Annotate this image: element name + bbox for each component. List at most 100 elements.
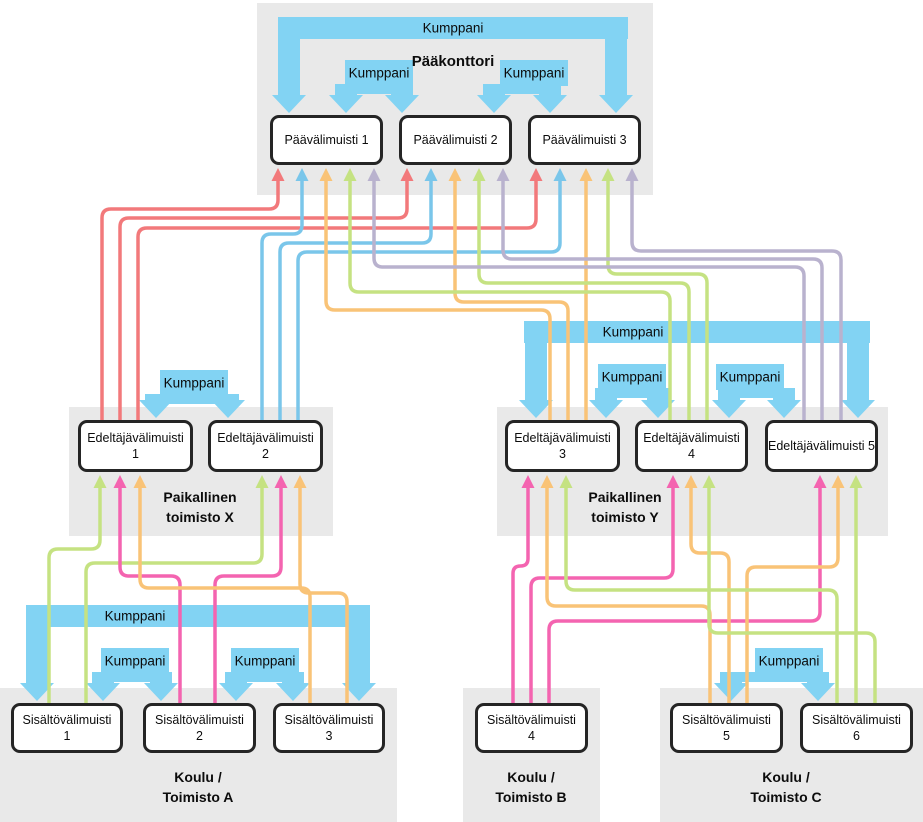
kumppani-arrowhead	[519, 342, 553, 418]
edge-arrowhead	[553, 168, 567, 181]
edge-arrowhead	[93, 475, 107, 488]
peer-link-paavalimuisti-1--paavalimuisti-2	[329, 60, 419, 113]
kumppani-label-box	[231, 648, 299, 674]
kumppani-label-sisaltovalimuisti-2--sisaltovalimuisti-3: Kumppani	[234, 653, 296, 669]
edge-arrowhead	[666, 475, 680, 488]
kumppani-bridge	[595, 388, 669, 398]
node-sisaltovalimuisti-1: Sisältövälimuisti 1	[11, 703, 123, 753]
peer-link-edeltajavalimuisti-3--edeltajavalimuisti-5	[519, 321, 875, 418]
kumppani-label-paavalimuisti-1--paavalimuisti-3: Kumppani	[422, 20, 484, 36]
edge-arrowhead	[684, 475, 698, 488]
kumppani-arrowhead	[276, 680, 310, 701]
edge-arrowhead	[271, 168, 285, 181]
edge-edeltajavalimuisti-5--paavalimuisti-3	[630, 179, 843, 420]
kumppani-label-edeltajavalimuisti-4--edeltajavalimuisti-5: Kumppani	[719, 369, 781, 385]
kumppani-bridge	[335, 84, 413, 94]
node-sisaltovalimuisti-4: Sisältövälimuisti 4	[475, 703, 588, 753]
node-edeltajavalimuisti-2: Edeltäjävälimuisti 2	[208, 420, 323, 472]
kumppani-label-box	[716, 364, 784, 390]
edge-sisaltovalimuisti-6--edeltajavalimuisti-4	[707, 486, 877, 703]
kumppani-arrowhead	[272, 38, 306, 113]
edge-edeltajavalimuisti-2--paavalimuisti-1	[260, 179, 304, 420]
kumppani-label-sisaltovalimuisti-1--sisaltovalimuisti-3: Kumppani	[104, 608, 166, 624]
node-edeltajavalimuisti-1: Edeltäjävälimuisti 1	[78, 420, 193, 472]
edge-arrowhead	[424, 168, 438, 181]
edge-sisaltovalimuisti-4--edeltajavalimuisti-4	[529, 486, 675, 703]
kumppani-label-box	[101, 648, 169, 674]
node-sisaltovalimuisti-3: Sisältövälimuisti 3	[273, 703, 385, 753]
kumppani-band	[524, 321, 870, 343]
edge-edeltajavalimuisti-4--paavalimuisti-2	[477, 179, 691, 420]
edge-arrowhead	[601, 168, 615, 181]
edge-arrowhead	[343, 168, 357, 181]
kumppani-label-edeltajavalimuisti-3--edeltajavalimuisti-5: Kumppani	[602, 324, 664, 340]
edge-arrowhead	[831, 475, 845, 488]
peer-link-edeltajavalimuisti-3--edeltajavalimuisti-4	[589, 364, 675, 418]
edge-arrowhead	[448, 168, 462, 181]
kumppani-arrowhead	[139, 400, 173, 418]
edge-edeltajavalimuisti-2--paavalimuisti-2	[278, 179, 433, 420]
edge-arrowhead	[295, 168, 309, 181]
kumppani-arrowhead	[20, 626, 54, 701]
kumppani-arrowhead	[589, 396, 623, 418]
kumppani-bridge	[92, 672, 172, 682]
edge-arrowhead	[529, 168, 543, 181]
edge-arrowhead	[293, 475, 307, 488]
edge-sisaltovalimuisti-4--edeltajavalimuisti-5	[547, 486, 822, 703]
region-label-paikallinen-toimisto-x: Paikallinen toimisto X	[163, 489, 237, 525]
edge-edeltajavalimuisti-5--paavalimuisti-1	[372, 179, 806, 420]
region-label-koulu-toimisto-a: Koulu / Toimisto A	[162, 769, 234, 805]
edge-arrowhead	[113, 475, 127, 488]
kumppani-bridge	[483, 84, 561, 94]
node-paavalimuisti-3: Päävälimuisti 3	[528, 115, 641, 165]
kumppani-arrowhead	[342, 626, 376, 701]
kumppani-label-paavalimuisti-2--paavalimuisti-3: Kumppani	[503, 65, 565, 81]
edge-arrowhead	[702, 475, 716, 488]
edge-edeltajavalimuisti-1--paavalimuisti-2	[118, 179, 409, 420]
edge-edeltajavalimuisti-2--paavalimuisti-3	[296, 179, 562, 420]
edge-edeltajavalimuisti-5--paavalimuisti-2	[501, 179, 824, 420]
kumppani-band	[278, 17, 628, 39]
kumppani-band	[26, 605, 370, 627]
kumppani-arrowhead	[714, 680, 748, 701]
edge-arrowhead	[521, 475, 535, 488]
node-paavalimuisti-2: Päävälimuisti 2	[399, 115, 512, 165]
region-label-paakonttori: Pääkonttori	[411, 53, 495, 70]
edge-edeltajavalimuisti-3--paavalimuisti-2	[453, 179, 570, 420]
peer-link-paavalimuisti-1--paavalimuisti-3	[272, 17, 633, 113]
edge-arrowhead	[274, 475, 288, 488]
kumppani-arrowhead	[86, 680, 120, 701]
edge-arrowhead	[813, 475, 827, 488]
kumppani-label-edeltajavalimuisti-1--edeltajavalimuisti-2: Kumppani	[163, 375, 225, 391]
region-label-koulu-toimisto-b: Koulu / Toimisto B	[495, 769, 567, 805]
edge-arrowhead	[849, 475, 863, 488]
edge-arrowhead	[319, 168, 333, 181]
kumppani-label-paavalimuisti-1--paavalimuisti-2: Kumppani	[348, 65, 410, 81]
kumppani-arrowhead	[211, 400, 245, 418]
edge-arrowhead	[579, 168, 593, 181]
peer-link-paavalimuisti-2--paavalimuisti-3	[477, 60, 568, 113]
edge-arrowhead	[133, 475, 147, 488]
kumppani-arrowhead	[641, 396, 675, 418]
kumppani-label-sisaltovalimuisti-5--sisaltovalimuisti-6: Kumppani	[758, 653, 820, 669]
edge-sisaltovalimuisti-1--edeltajavalimuisti-1	[47, 486, 102, 703]
kumppani-arrowhead	[144, 680, 178, 701]
edge-arrowhead	[625, 168, 639, 181]
kumppani-arrowhead	[385, 92, 419, 113]
kumppani-label-box	[160, 370, 228, 396]
edge-edeltajavalimuisti-1--paavalimuisti-1	[100, 179, 280, 420]
edge-sisaltovalimuisti-1--edeltajavalimuisti-2	[84, 486, 264, 703]
node-edeltajavalimuisti-3: Edeltäjävälimuisti 3	[505, 420, 620, 472]
edge-sisaltovalimuisti-4--edeltajavalimuisti-3	[511, 486, 530, 703]
node-edeltajavalimuisti-4: Edeltäjävälimuisti 4	[635, 420, 748, 472]
edge-sisaltovalimuisti-2--edeltajavalimuisti-1	[118, 486, 182, 703]
edge-sisaltovalimuisti-6--edeltajavalimuisti-3	[564, 486, 839, 703]
node-edeltajavalimuisti-5: Edeltäjävälimuisti 5	[765, 420, 878, 472]
edge-arrowhead	[400, 168, 414, 181]
kumppani-label-box	[500, 60, 568, 86]
node-sisaltovalimuisti-5: Sisältövälimuisti 5	[670, 703, 783, 753]
region-label-paikallinen-toimisto-y: Paikallinen toimisto Y	[588, 489, 662, 525]
node-sisaltovalimuisti-6: Sisältövälimuisti 6	[800, 703, 913, 753]
